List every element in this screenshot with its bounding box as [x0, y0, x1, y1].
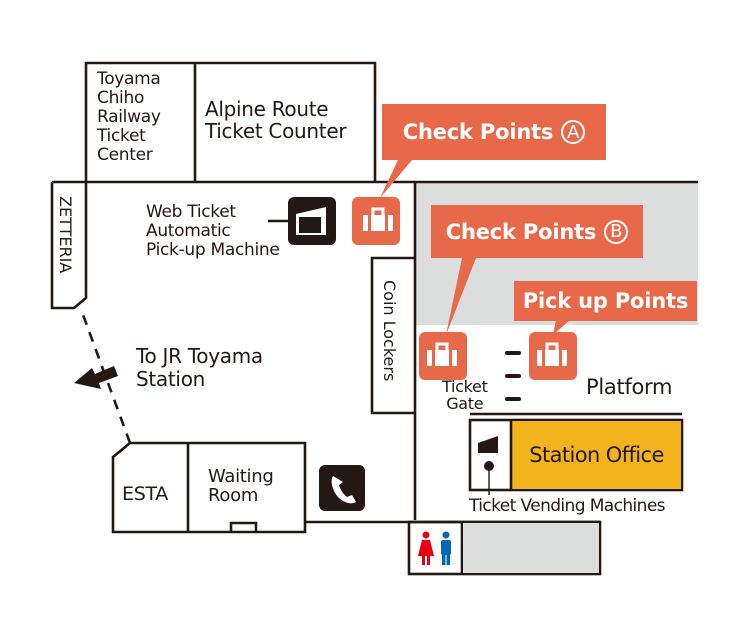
- check-points-b-label: Check Points: [445, 219, 597, 244]
- coin-lockers-label: Coin Lockers: [380, 280, 399, 382]
- suitcase-glyph: [537, 342, 567, 366]
- toyama-chiho-ticket-center: Toyama Chiho Railway Ticket Center: [97, 69, 161, 165]
- restroom-grey-area: [463, 523, 599, 573]
- vending-machine-icon: [478, 436, 498, 495]
- waiting-room-label: Waiting Room: [208, 466, 274, 506]
- check-points-a-mark: A: [561, 120, 586, 144]
- suitcase-glyph: [363, 207, 393, 231]
- alpine-route-ticket-counter: Alpine Route Ticket Counter: [205, 97, 347, 143]
- suitcase-icon[interactable]: [419, 332, 467, 380]
- callout-a-tail: [380, 160, 412, 198]
- check-points-b-mark: B: [604, 219, 629, 244]
- pickup-points-callout[interactable]: Pick up Points: [514, 281, 697, 321]
- station-office-fill: [511, 421, 681, 489]
- ticket-gate-bars: [505, 351, 521, 401]
- restroom-block: [407, 520, 602, 576]
- zetteria-label: ZETTERIA: [56, 196, 75, 274]
- ticket-machine-icon: [268, 197, 336, 245]
- platform-label: Platform: [586, 375, 673, 399]
- arrow-left-icon: [74, 366, 118, 389]
- callout-pickup-tail: [553, 320, 570, 335]
- pickup-points-label: Pick up Points: [522, 289, 689, 313]
- suitcase-glyph: [427, 342, 457, 366]
- check-points-b-callout[interactable]: Check Points B: [431, 205, 643, 258]
- ticket-offices-outline: [84, 61, 377, 182]
- restroom-icon: [418, 531, 451, 565]
- check-points-a-callout[interactable]: Check Points A: [382, 104, 606, 160]
- callout-b-tail: [446, 258, 476, 335]
- walkway-path: [80, 311, 132, 444]
- zetteria-outline: [50, 182, 88, 310]
- ticket-gate-label: Ticket Gate: [442, 377, 488, 413]
- esta-waiting-outline: [111, 441, 307, 534]
- station-office-label: Station Office: [529, 443, 664, 467]
- web-ticket-machine-label: Web Ticket Automatic Pick-up Machine: [146, 202, 280, 260]
- ticket-vending-machines-label: Ticket Vending Machines: [469, 496, 666, 516]
- check-points-a-label: Check Points: [402, 120, 554, 144]
- suitcase-icon[interactable]: [352, 197, 400, 245]
- phone-icon: [319, 465, 365, 511]
- waiting-room-door: [229, 521, 258, 532]
- to-jr-toyama-label: To JR Toyama Station: [136, 344, 263, 391]
- suitcase-icon[interactable]: [529, 332, 577, 380]
- esta-label: ESTA: [122, 483, 168, 505]
- coin-lockers-outline: [370, 256, 415, 415]
